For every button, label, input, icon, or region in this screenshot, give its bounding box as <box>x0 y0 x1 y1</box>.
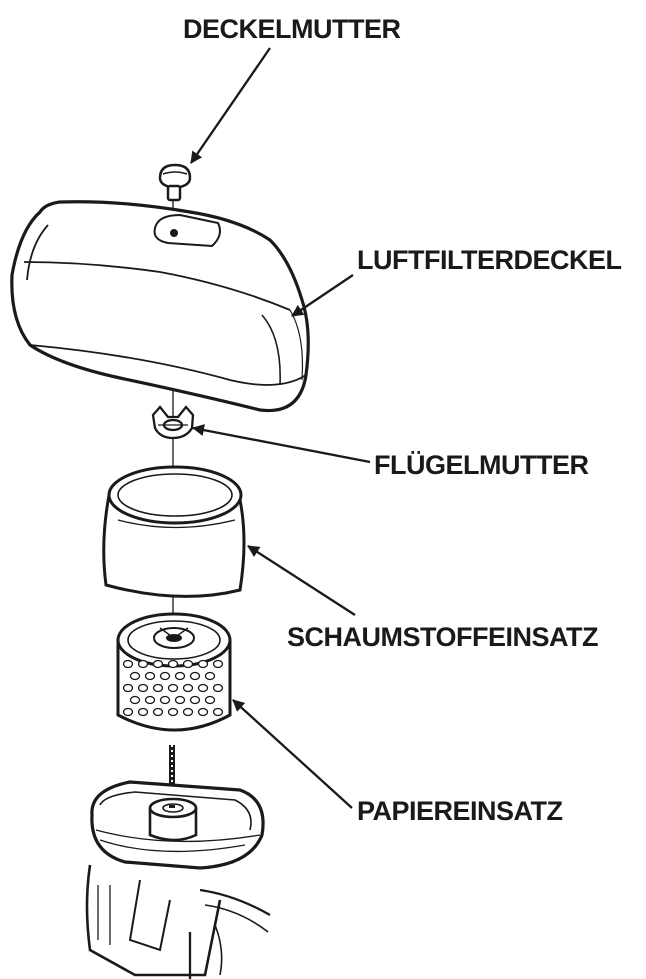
perforation-hole <box>159 671 171 681</box>
perforation-hole <box>182 707 194 717</box>
foam-element <box>102 465 246 598</box>
perforation-hole <box>197 707 209 717</box>
cover-nut <box>158 163 192 202</box>
perforation-hole <box>137 683 149 693</box>
perforation-hole <box>167 659 179 669</box>
perforation-hole <box>212 707 224 717</box>
leader-lines <box>188 47 371 979</box>
perforation-hole <box>137 659 149 669</box>
perforation-hole <box>167 683 179 693</box>
perforation-hole <box>174 695 186 705</box>
perforation-hole <box>182 659 194 669</box>
perforation-hole <box>144 695 156 705</box>
perforation-hole <box>137 707 149 717</box>
perforation-hole <box>212 659 224 669</box>
perforation-hole <box>212 683 224 693</box>
leader-paper-element <box>232 699 353 809</box>
perforation-hole <box>197 659 209 669</box>
leader-wing-nut <box>192 424 371 464</box>
perforation-hole <box>122 683 134 693</box>
perforation-hole <box>152 659 164 669</box>
perforation-hole <box>159 695 171 705</box>
air-cleaner-base <box>85 745 271 977</box>
label-paper-element: PAPIEREINSATZ <box>357 796 563 826</box>
perforation-hole <box>144 671 156 681</box>
leader-foam-element <box>247 545 356 616</box>
perforation-hole <box>204 671 216 681</box>
perforation-hole <box>189 671 201 681</box>
perforation-hole <box>152 683 164 693</box>
perforation-hole <box>167 707 179 717</box>
label-foam-element: SCHAUMSTOFFEINSATZ <box>287 622 599 652</box>
leader-air-filter-cover <box>291 274 354 317</box>
perforation-hole <box>204 695 216 705</box>
perforation-hole <box>174 671 186 681</box>
label-wing-nut: FLÜGELMUTTER <box>374 450 589 480</box>
perforation-holes <box>122 659 224 717</box>
paper-element <box>116 612 232 732</box>
perforation-hole <box>182 683 194 693</box>
perforation-hole <box>197 683 209 693</box>
leader-cover-nut <box>190 47 271 164</box>
perforation-hole <box>129 695 141 705</box>
wing-nut <box>151 405 195 440</box>
perforation-hole <box>122 659 134 669</box>
perforation-hole <box>189 695 201 705</box>
perforation-hole <box>152 707 164 717</box>
air-filter-cover <box>10 200 310 413</box>
perforation-hole <box>122 707 134 717</box>
label-cover-nut: DECKELMUTTER <box>183 14 401 44</box>
label-air-filter-cover: LUFTFILTERDECKEL <box>357 245 622 275</box>
perforation-hole <box>129 671 141 681</box>
